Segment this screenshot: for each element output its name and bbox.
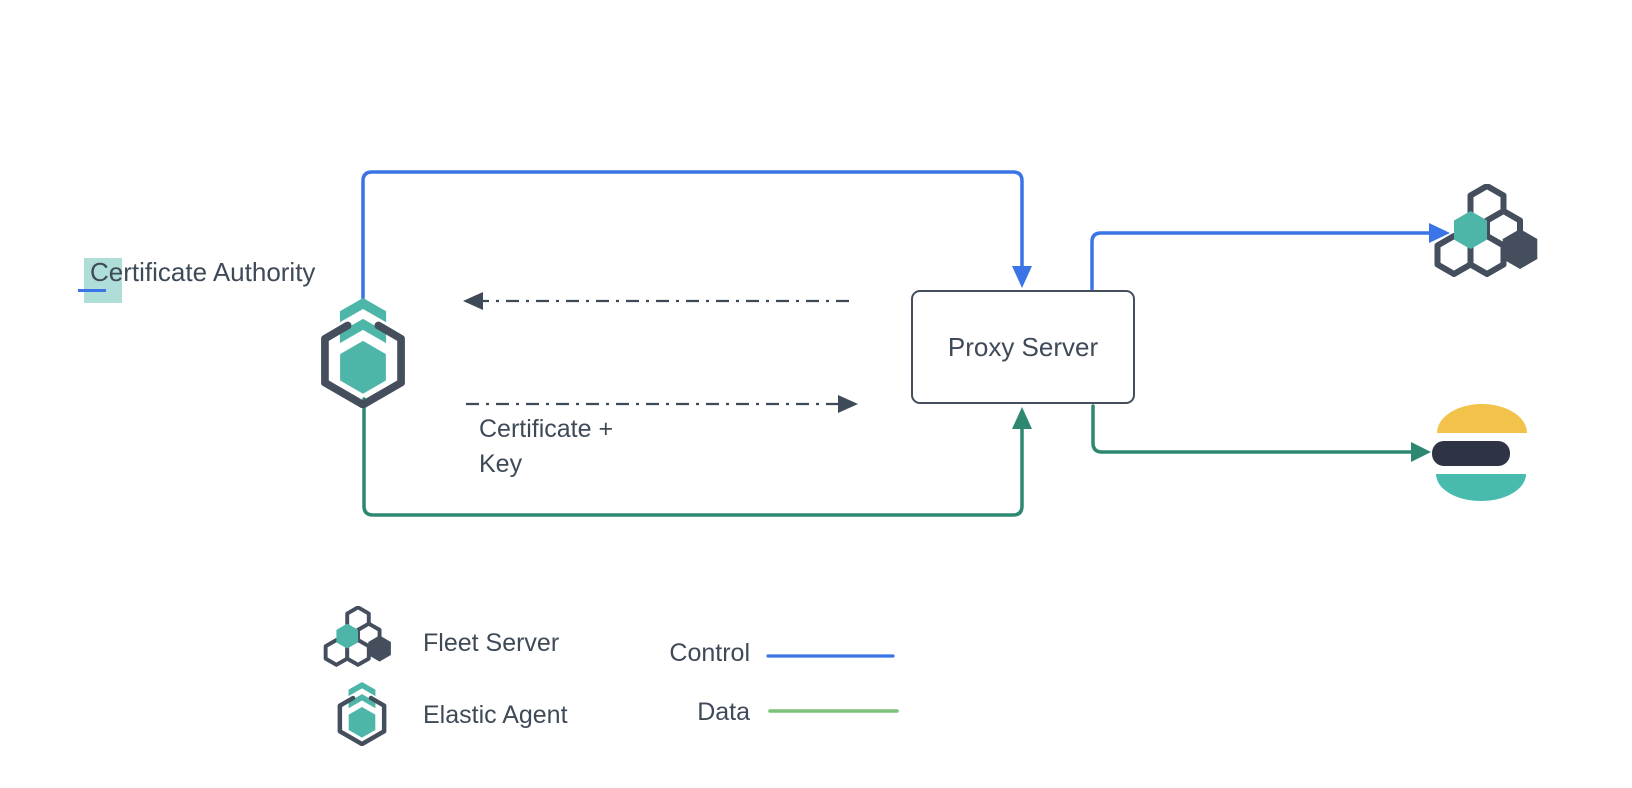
legend-fleet-server-label[interactable]: Fleet Server	[423, 629, 560, 657]
hexagon-shape	[348, 706, 376, 738]
arrowhead-up-icon	[1012, 407, 1032, 429]
hexagon-outline	[321, 321, 405, 408]
proxy-server-label: Proxy Server	[947, 332, 1099, 362]
cert-request-edge[interactable]	[463, 292, 849, 310]
proxy-server-box[interactable]: Proxy Server	[911, 290, 1135, 404]
remote-cursor-underline	[78, 289, 106, 292]
arrowhead-right-icon	[1411, 442, 1431, 462]
chevron-up-icon	[348, 682, 376, 697]
chevron-up-icon	[339, 298, 387, 323]
chevron-up-icon	[348, 694, 376, 709]
control-edge-path[interactable]	[1090, 231, 1431, 291]
certificate-key-label[interactable]: Certificate + Key	[479, 415, 614, 478]
remote-selection-highlight	[84, 258, 122, 303]
legend-data-label[interactable]: Data	[697, 698, 750, 726]
arrowhead-down-icon	[1012, 266, 1032, 288]
data-edge-agent-to-proxy[interactable]	[362, 397, 1032, 517]
legend-elastic-agent-icon[interactable]	[330, 682, 394, 746]
arrowhead-left-icon	[463, 292, 483, 310]
data-edge-proxy-to-elasticsearch[interactable]	[1091, 404, 1431, 462]
es-logo-middle	[1432, 441, 1510, 466]
elastic-agent-icon[interactable]	[308, 298, 418, 408]
control-edge-agent-to-proxy[interactable]	[361, 170, 1032, 302]
elasticsearch-icon[interactable]	[1430, 398, 1530, 502]
data-edge-path[interactable]	[362, 397, 1024, 517]
fleet-server-icon[interactable]	[1432, 184, 1542, 288]
es-logo-top	[1437, 404, 1527, 433]
hexagon-shape-teal	[1454, 211, 1487, 249]
legend-control-label[interactable]: Control	[669, 639, 750, 667]
arrowhead-right-icon	[1429, 223, 1450, 243]
hexagon-cluster-outline	[1434, 184, 1523, 277]
hexagon-shape-dark	[368, 635, 391, 662]
es-logo-bottom	[1436, 474, 1526, 501]
legend-fleet-server-icon[interactable]	[322, 606, 394, 674]
data-edge-path[interactable]	[1091, 404, 1413, 454]
certificate-authority-label[interactable]: Certificate Authority	[90, 257, 316, 287]
legend-elastic-agent-label[interactable]: Elastic Agent	[423, 701, 568, 729]
control-edge-path[interactable]	[361, 170, 1024, 302]
cert-key-edge[interactable]	[466, 395, 858, 413]
chevron-up-icon	[339, 318, 387, 344]
control-edge-proxy-to-fleet[interactable]	[1090, 223, 1450, 291]
hexagon-shape	[340, 340, 386, 394]
hexagon-shape-teal	[336, 623, 358, 649]
hexagon-outline	[337, 695, 387, 746]
arrowhead-right-icon	[838, 395, 858, 413]
hexagon-shape-dark	[1502, 229, 1538, 269]
